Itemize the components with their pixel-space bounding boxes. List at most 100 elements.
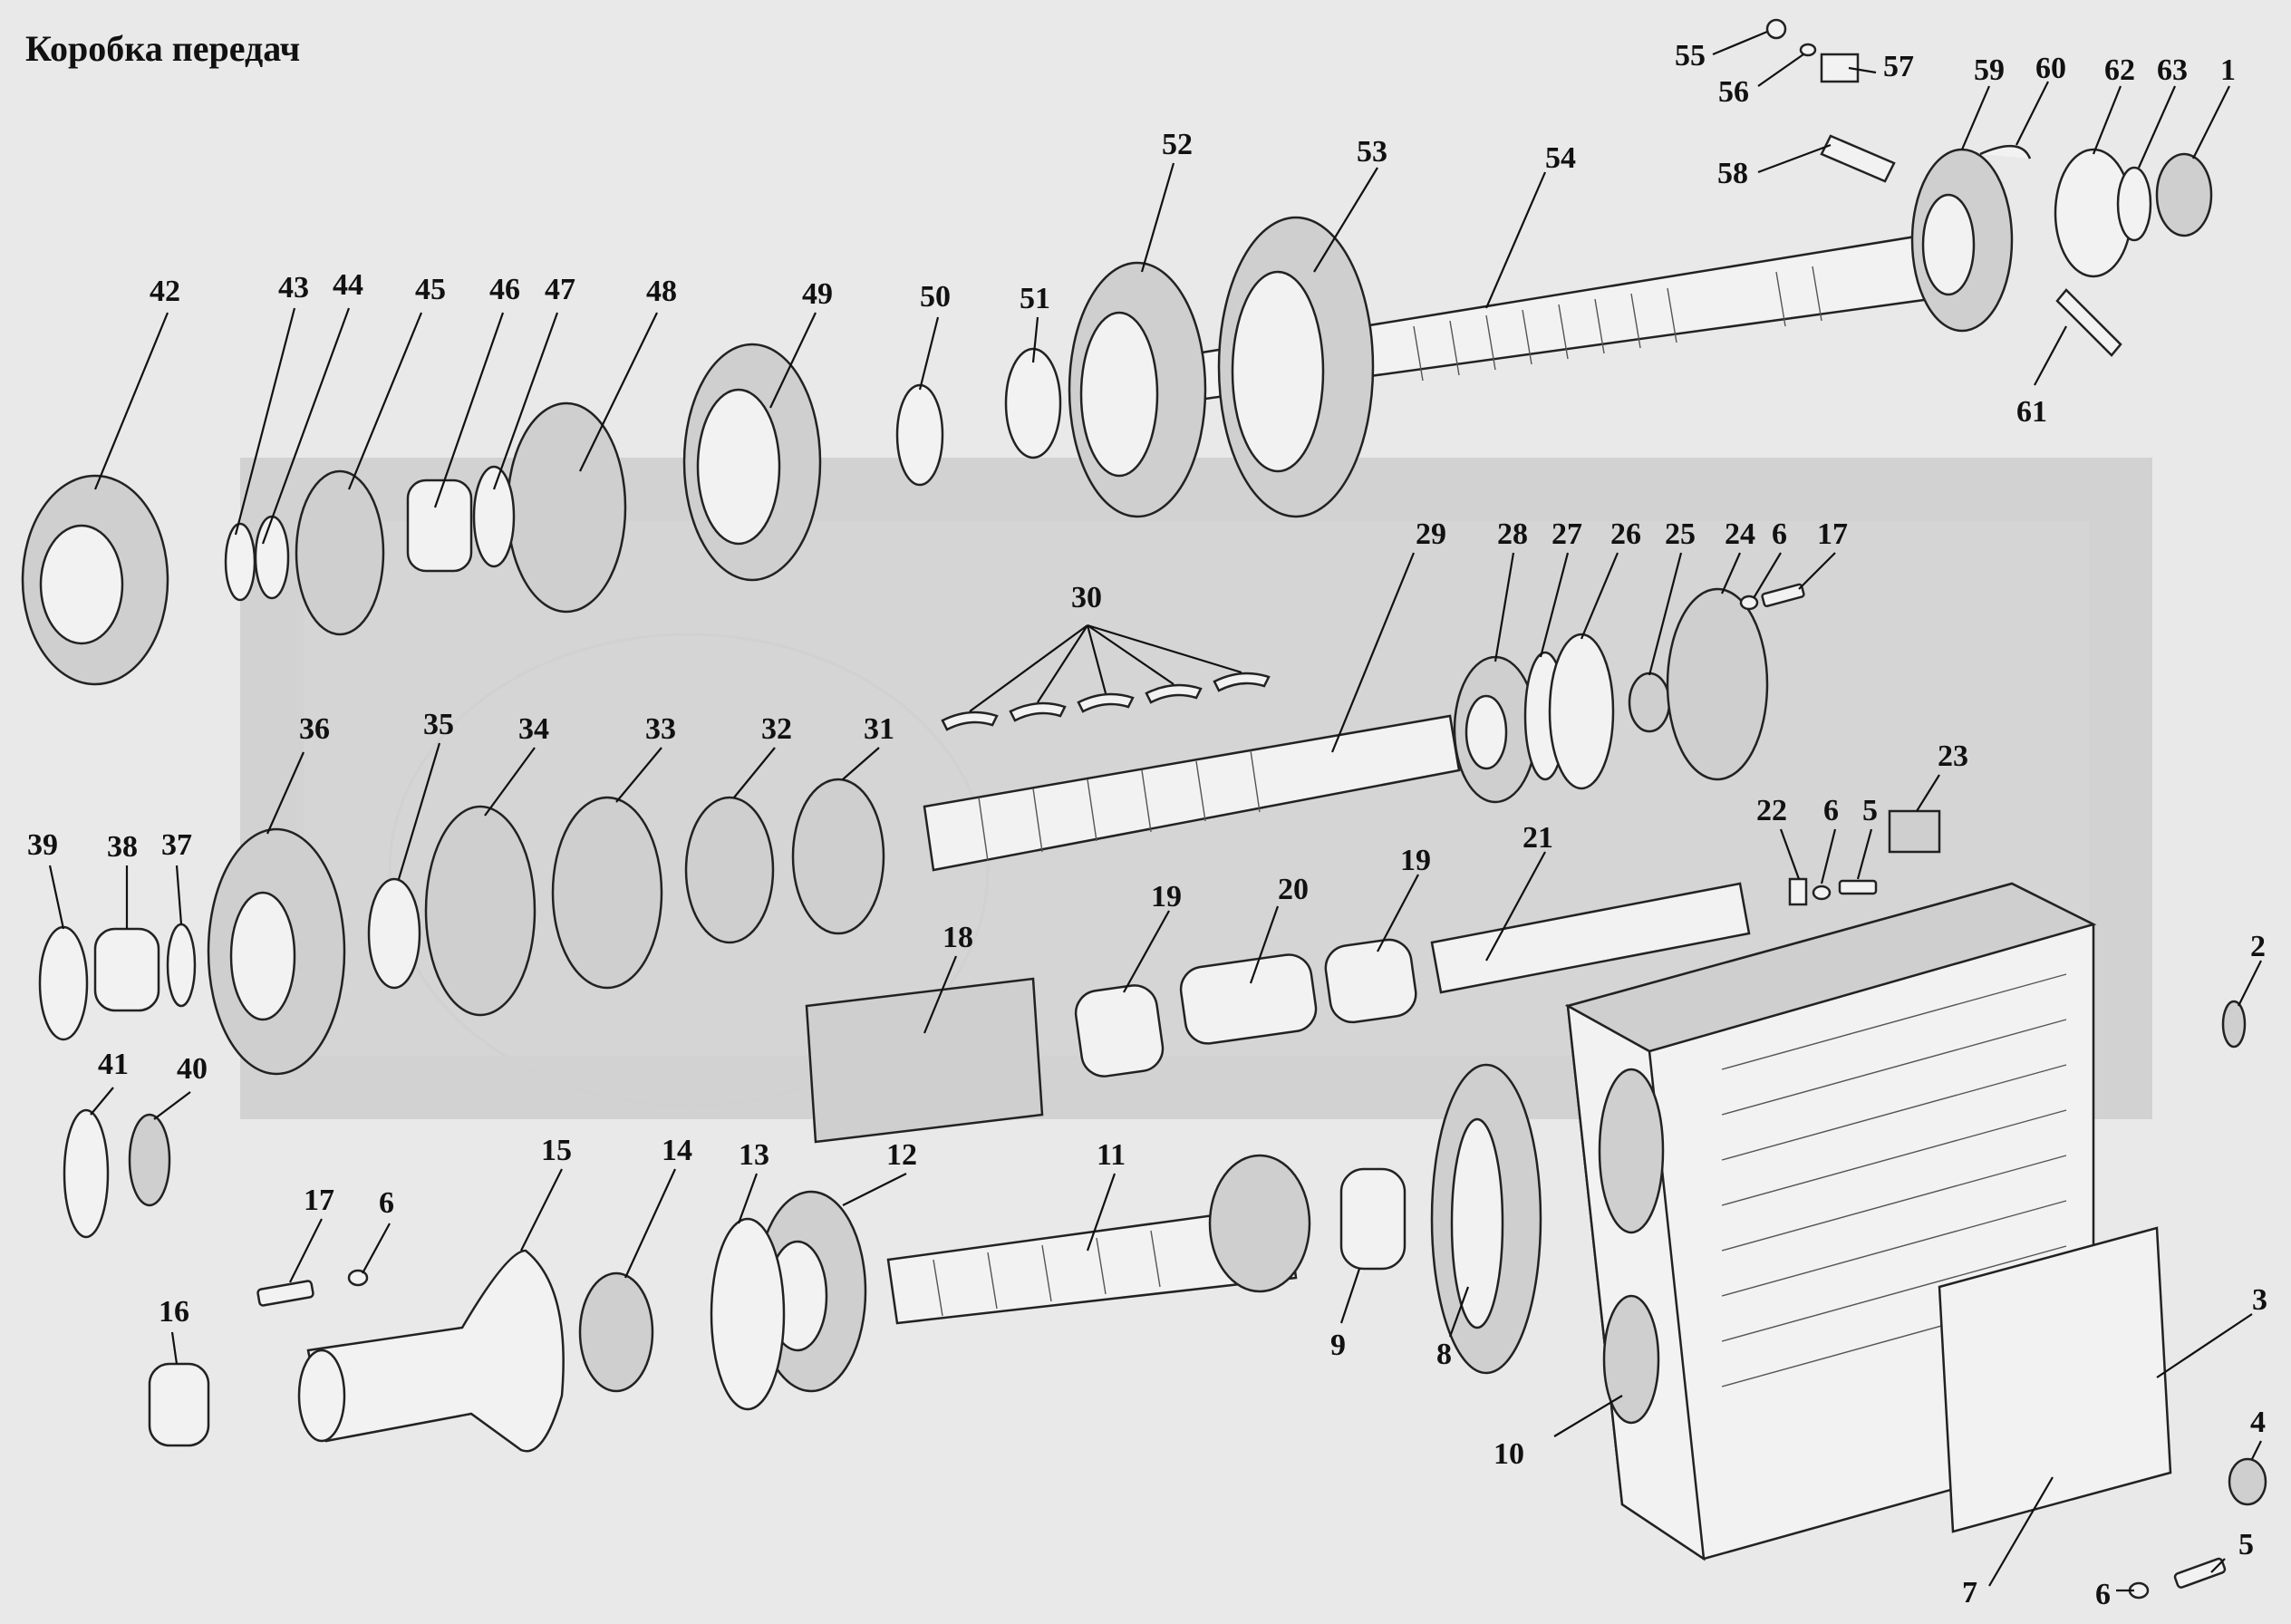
label-20: 20 [1278, 873, 1309, 906]
label-10: 10 [1494, 1437, 1524, 1471]
label-19a: 19 [1151, 880, 1182, 914]
ring-39 [38, 925, 89, 1041]
label-37: 37 [161, 828, 192, 862]
label-41: 41 [98, 1048, 129, 1081]
label-7: 7 [1962, 1576, 1977, 1610]
bearing-38 [93, 927, 160, 1012]
bolt-5b [1838, 879, 1878, 895]
label-62: 62 [2104, 53, 2135, 87]
label-4: 4 [2250, 1406, 2266, 1439]
gear-34 [424, 805, 536, 1017]
bearing-19a [1074, 984, 1165, 1078]
label-61: 61 [2016, 395, 2047, 429]
label-16: 16 [159, 1295, 189, 1329]
washer-6 [347, 1269, 369, 1287]
ring-35 [367, 877, 421, 990]
label-27: 27 [1552, 517, 1582, 551]
intermediate-group [805, 809, 1941, 1144]
nut-25 [1628, 672, 1671, 733]
label-42: 42 [150, 275, 180, 308]
label-3: 3 [2252, 1283, 2267, 1317]
label-12: 12 [886, 1138, 917, 1172]
label-40: 40 [177, 1052, 208, 1086]
label-59: 59 [1974, 53, 2005, 87]
label-49: 49 [802, 277, 833, 311]
label-52: 52 [1162, 128, 1193, 161]
label-1: 1 [2220, 53, 2236, 87]
label-47: 47 [545, 273, 575, 306]
middle-shaft-group [38, 587, 1769, 1239]
bearing-16 [148, 1362, 210, 1447]
axle-21 [1430, 882, 1751, 994]
label-19b: 19 [1400, 844, 1431, 877]
pin-61 [2055, 288, 2122, 357]
bottom-group [148, 1063, 1542, 1453]
label-51: 51 [1020, 282, 1050, 315]
label-17a: 17 [1817, 517, 1848, 551]
bolt-17b [1761, 583, 1805, 608]
washer-6c [1812, 884, 1832, 901]
label-48: 48 [646, 275, 677, 308]
gasket-3 [1938, 1226, 2172, 1533]
label-5a: 5 [1862, 794, 1878, 827]
label-6d: 6 [2095, 1578, 2111, 1611]
label-57: 57 [1883, 50, 1914, 83]
label-8: 8 [1436, 1338, 1452, 1371]
plate-22 [1788, 877, 1808, 906]
label-2: 2 [2250, 930, 2266, 963]
label-36: 36 [299, 712, 330, 746]
leader-lines [48, 30, 2262, 1592]
label-5b: 5 [2238, 1528, 2254, 1561]
ring-43 [224, 522, 256, 602]
gear-31 [791, 778, 885, 935]
bearing-46 [406, 478, 473, 573]
gear-33 [551, 796, 663, 990]
nut-1 [2155, 152, 2213, 237]
diagram-title: Коробка передач [25, 28, 301, 69]
label-58: 58 [1717, 157, 1748, 190]
washer-6d [1739, 594, 1759, 611]
label-9: 9 [1330, 1329, 1346, 1362]
label-28: 28 [1497, 517, 1528, 551]
label-34: 34 [518, 712, 549, 746]
label-60: 60 [2035, 52, 2066, 85]
label-53: 53 [1357, 135, 1387, 169]
sensor-58 [1820, 134, 1896, 183]
ring-63 [2116, 166, 2152, 242]
label-38: 38 [107, 830, 138, 864]
clip-60 [1979, 144, 2032, 160]
bolt-5 [2173, 1557, 2227, 1589]
callout-labels: 55 56 57 59 60 62 63 1 58 61 52 53 54 42… [27, 39, 2267, 1611]
ring-37 [166, 923, 197, 1008]
label-6b: 6 [1823, 794, 1839, 827]
label-46: 46 [489, 273, 520, 306]
label-43: 43 [278, 271, 309, 304]
label-63: 63 [2157, 53, 2188, 87]
bolt-17 [256, 1280, 314, 1307]
plug-2 [2221, 1000, 2247, 1049]
washer-44 [254, 515, 290, 600]
label-11: 11 [1097, 1138, 1126, 1172]
label-22: 22 [1756, 794, 1787, 827]
gear-32 [684, 796, 775, 944]
ring-50 [895, 383, 944, 487]
label-15: 15 [541, 1134, 572, 1167]
label-44: 44 [333, 268, 363, 302]
gear-48 [506, 401, 627, 614]
label-13: 13 [739, 1138, 769, 1172]
label-33: 33 [645, 712, 676, 746]
plug-4 [2228, 1457, 2267, 1506]
cover-24 [1666, 587, 1769, 781]
label-21: 21 [1522, 821, 1553, 855]
ring-41 [63, 1108, 110, 1239]
label-26: 26 [1610, 517, 1641, 551]
spacer-20 [1179, 953, 1318, 1045]
label-6a: 6 [1772, 517, 1787, 551]
label-31: 31 [864, 712, 894, 746]
bearing-19b [1324, 938, 1417, 1024]
gear-block-18 [805, 977, 1044, 1144]
label-18: 18 [942, 921, 973, 954]
label-30: 30 [1071, 581, 1102, 614]
gear-45 [295, 469, 385, 636]
